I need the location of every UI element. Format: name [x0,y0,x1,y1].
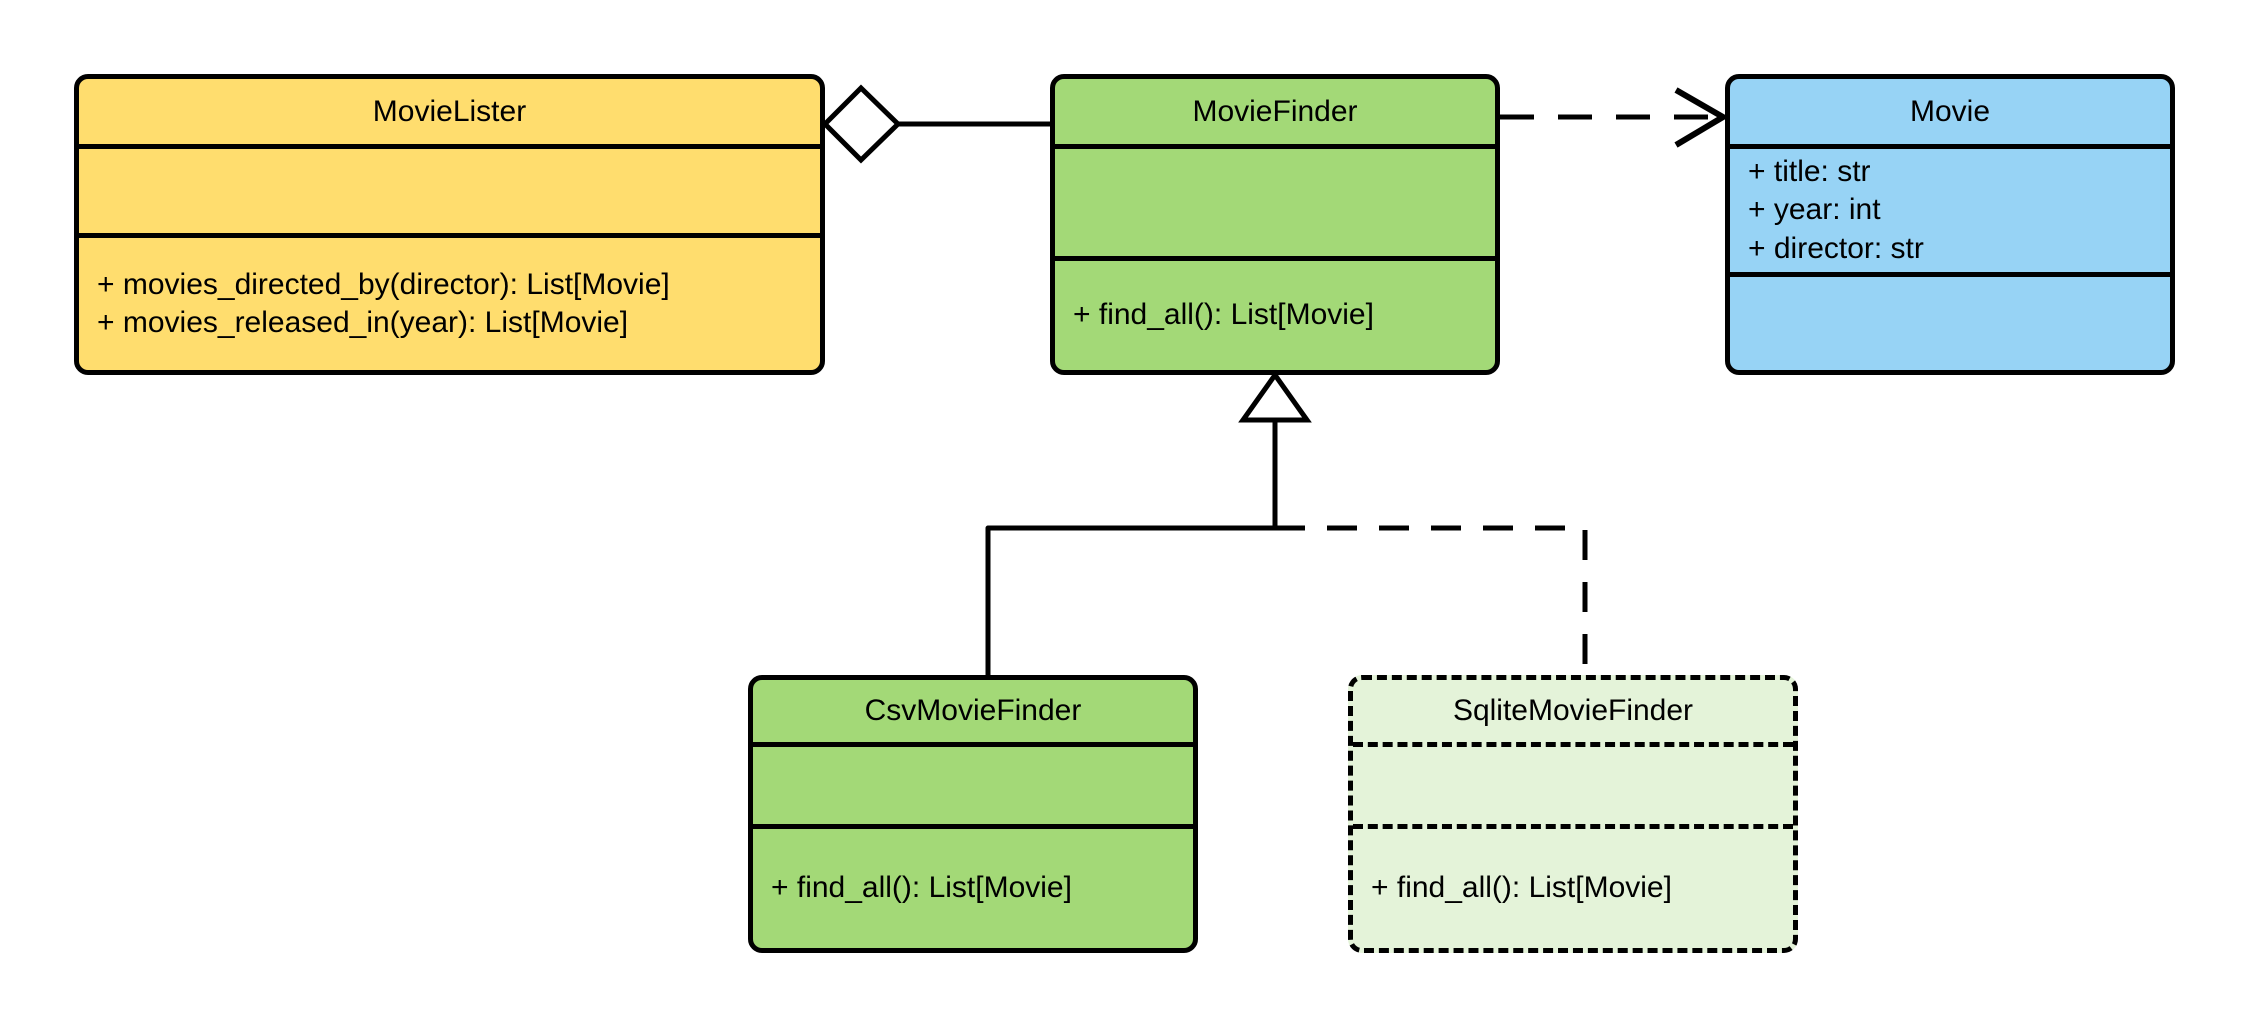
class-box-moviefinder[interactable]: MovieFinder + find_all(): List[Movie] [1050,74,1500,375]
class-operations-sqlitemoviefinder: + find_all(): List[Movie] [1353,824,1793,948]
attribute-row: + year: int [1748,193,1881,227]
generalization-line-csv [985,525,1275,675]
hollow-diamond-marker [821,84,902,164]
class-name-sqlitemoviefinder: SqliteMovieFinder [1452,694,1694,727]
class-operations-movie [1730,272,2170,370]
operation-row: + movies_directed_by(director): List[Mov… [97,267,670,301]
operation-row: + movies_released_in(year): List[Movie] [97,306,629,339]
open-arrow-marker [1674,87,1729,148]
class-operations-movielister: + movies_directed_by(director): List[Mov… [79,233,820,370]
class-box-csvmoviefinder[interactable]: CsvMovieFinder + find_all(): List[Movie] [748,675,1198,953]
class-attributes-csvmoviefinder [753,742,1193,824]
relationship-aggregation-movielister-moviefinder[interactable] [821,84,1050,164]
attribute-row: + director: str [1748,231,1924,265]
generalization-line-sqlite [1275,525,1588,675]
relationship-dependency-moviefinder-movie[interactable] [1500,87,1729,148]
class-box-movielister[interactable]: MovieLister + movies_directed_by(directo… [74,74,825,375]
class-attributes-sqlitemoviefinder [1353,742,1793,824]
relationship-generalization-sqlitemoviefinder-moviefinder[interactable] [1275,525,1588,675]
relationship-generalization-trunk [1238,370,1312,530]
operation-row: + find_all(): List[Movie] [771,871,1072,905]
class-box-movie[interactable]: Movie + title: str + year: int + directo… [1725,74,2175,375]
class-attributes-movielister [79,144,820,233]
operation-row: + find_all(): List[Movie] [1371,871,1672,905]
class-operations-csvmoviefinder: + find_all(): List[Movie] [753,824,1193,948]
class-operations-moviefinder: + find_all(): List[Movie] [1055,256,1495,370]
class-name-csvmoviefinder: CsvMovieFinder [864,694,1082,727]
relationship-generalization-csvmoviefinder-moviefinder[interactable] [985,525,1275,675]
hollow-triangle-marker [1238,370,1312,423]
class-name-moviefinder: MovieFinder [1192,94,1358,128]
class-box-sqlitemoviefinder[interactable]: SqliteMovieFinder + find_all(): List[Mov… [1348,675,1798,953]
class-attributes-movie: + title: str + year: int + director: str [1730,144,2170,272]
class-attributes-moviefinder [1055,144,1495,256]
attribute-row: + title: str [1748,154,1871,188]
operation-row: + find_all(): List[Movie] [1073,298,1374,332]
class-name-movielister: MovieLister [372,94,527,128]
class-name-movie: Movie [1909,94,1991,128]
